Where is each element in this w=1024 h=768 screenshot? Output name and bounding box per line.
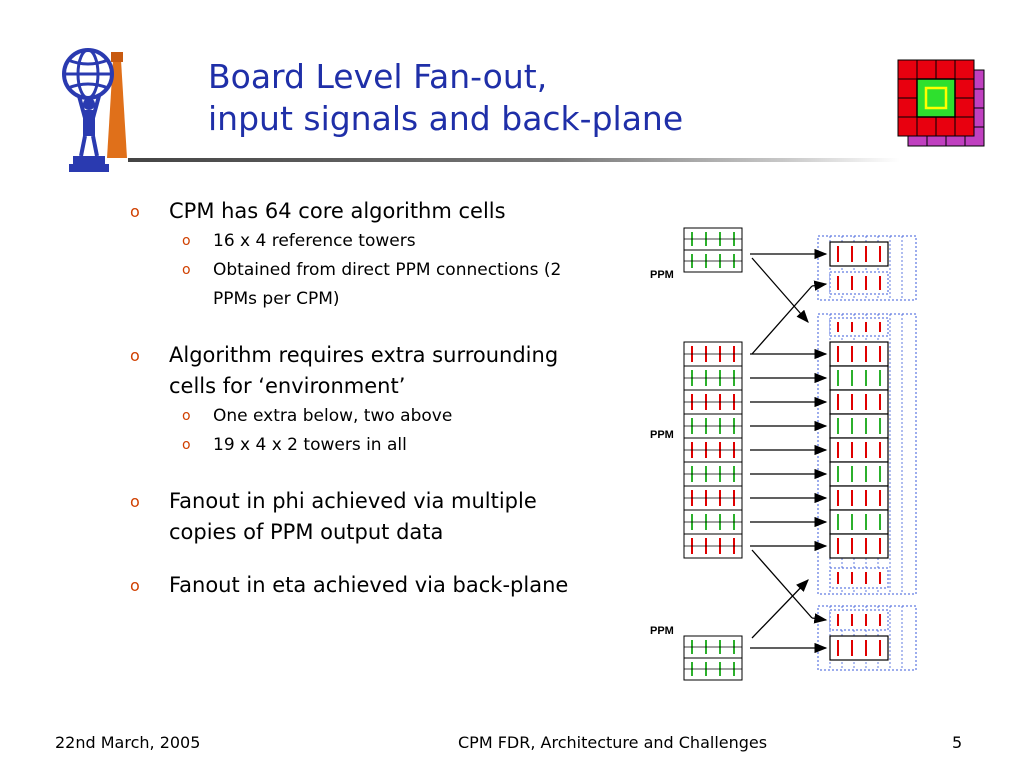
title-line-1: Board Level Fan-out, xyxy=(208,57,548,96)
calo-cell xyxy=(954,97,975,118)
title-underline xyxy=(128,158,900,162)
calo-cell xyxy=(935,116,956,137)
calo-cell xyxy=(897,97,918,118)
calo-cell xyxy=(954,59,975,80)
cpm-row xyxy=(829,271,889,295)
sub-bullet: o 16 x 4 reference towers xyxy=(128,227,598,256)
footer-page-number: 5 xyxy=(952,733,963,752)
fanout-arrow xyxy=(751,549,813,619)
bullet-marker: o xyxy=(130,346,140,365)
sub-bullet: o Obtained from direct PPM connections (… xyxy=(128,256,598,314)
bullet-phi-fanout: o Fanout in phi achieved via multiple co… xyxy=(128,486,598,548)
bullet-marker: o xyxy=(182,262,191,278)
calo-cell xyxy=(935,59,956,80)
calo-cell xyxy=(897,78,918,99)
calo-cell xyxy=(897,116,918,137)
cpm-row xyxy=(829,241,889,267)
cpm-grid-frame xyxy=(817,235,917,301)
bullet-marker: o xyxy=(182,408,191,424)
calo-core-cell xyxy=(916,78,956,118)
atlas-logo xyxy=(55,40,135,178)
bullet-marker: o xyxy=(182,233,191,249)
calo-cell xyxy=(897,59,918,80)
calo-cell xyxy=(954,116,975,137)
cpm-row xyxy=(829,635,889,661)
cpm-row xyxy=(829,317,889,337)
fanout-arrow xyxy=(751,285,813,355)
bullet-environment: o Algorithm requires extra surrounding c… xyxy=(128,340,598,402)
fanout-diagram: PPM PPM PPM xyxy=(650,227,917,681)
sub-bullet: o 19 x 4 x 2 towers in all xyxy=(128,431,598,460)
bullet-marker: o xyxy=(130,202,140,221)
ppm-label-bottom: PPM xyxy=(650,625,674,637)
title-line-2: input signals and back-plane xyxy=(208,99,684,138)
ppm-label-top: PPM xyxy=(650,269,674,281)
slide-title: Board Level Fan-out, input signals and b… xyxy=(208,56,848,140)
fanout-arrow xyxy=(811,280,828,291)
sub-bullet: o One extra below, two above xyxy=(128,402,598,431)
calo-cell xyxy=(954,78,975,99)
cpm-row xyxy=(829,533,889,559)
bullet-marker: o xyxy=(182,437,191,453)
cpm-row xyxy=(829,509,889,535)
fanout-arrow xyxy=(811,613,828,624)
fanout-arrow xyxy=(751,579,809,639)
cpm-row xyxy=(829,609,889,631)
bullet-list: o CPM has 64 core algorithm cells o 16 x… xyxy=(128,196,598,601)
calo-cell xyxy=(916,59,937,80)
cpm-row xyxy=(829,413,889,439)
bullet-marker: o xyxy=(130,576,140,595)
bullet-marker: o xyxy=(130,492,140,511)
cpm-row xyxy=(829,389,889,415)
ppm-label-middle: PPM xyxy=(650,429,674,441)
calorimeter-grid-icon xyxy=(897,59,985,147)
calo-core-outline xyxy=(924,86,948,110)
cpm-grid-frame xyxy=(817,605,917,671)
footer-title: CPM FDR, Architecture and Challenges xyxy=(458,733,768,752)
calo-cell xyxy=(916,116,937,137)
footer-date: 22nd March, 2005 xyxy=(55,733,201,752)
fanout-arrow xyxy=(751,257,809,323)
bullet-cpm-cells: o CPM has 64 core algorithm cells xyxy=(128,196,598,227)
cpm-row xyxy=(829,567,889,589)
bullet-eta-fanout: o Fanout in eta achieved via back-plane xyxy=(128,570,598,601)
cpm-row xyxy=(829,461,889,487)
